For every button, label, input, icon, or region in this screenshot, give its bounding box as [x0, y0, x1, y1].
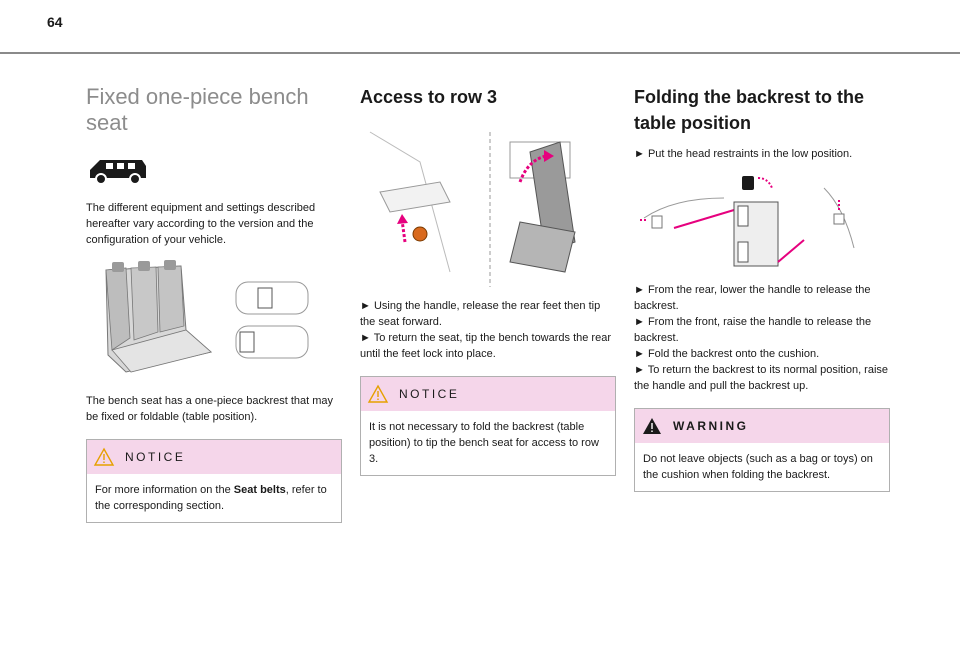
column-bench-seat: Fixed one-piece bench seat The different… — [86, 80, 342, 523]
head-restraint-step: ► Put the head restraints in the low pos… — [634, 148, 853, 160]
fold-step-2: ► From the front, raise the handle to re… — [634, 316, 872, 344]
warning-label: WARNING — [673, 419, 749, 433]
access-step-2: ► To return the seat, tip the bench towa… — [360, 332, 611, 360]
notice-text: It is not necessary to fold the backrest… — [369, 421, 599, 465]
warning-triangle-icon — [367, 384, 389, 403]
fold-step-3: ► Fold the backrest onto the cushion. — [634, 348, 820, 360]
warning-header: WARNING — [635, 409, 889, 443]
section-title-access-row3: Access to row 3 — [360, 87, 498, 107]
bench-description: The bench seat has a one-piece backrest … — [86, 395, 334, 423]
bench-seat-illustration — [86, 260, 326, 385]
notice-text: For more information on the Seat belts, … — [95, 482, 333, 514]
notice-text-after: , refer to the corresponding section. — [95, 484, 327, 512]
warning-text: Do not leave objects (such as a bag or t… — [643, 453, 873, 481]
notice-box-row3: NOTICE It is not necessary to fold the b… — [360, 376, 616, 476]
column-access-row3: Access to row 3 ► Using the handle, rele… — [360, 80, 616, 476]
section-title-table-position: Folding the backrest to the table positi… — [634, 87, 865, 133]
table-position-illustration — [634, 168, 890, 278]
page-number: 64 — [47, 14, 63, 30]
fold-step-4: ► To return the backrest to its normal p… — [634, 364, 889, 392]
warning-box-objects: WARNING Do not leave objects (such as a … — [634, 408, 890, 492]
notice-box-seat-belts: NOTICE For more information on the Seat … — [86, 439, 342, 523]
fold-step-1: ► From the rear, lower the handle to rel… — [634, 284, 871, 312]
notice-header: NOTICE — [87, 440, 341, 474]
warning-triangle-icon — [93, 447, 115, 466]
header-rule — [0, 52, 960, 54]
access-step-1: ► Using the handle, release the rear fee… — [360, 300, 601, 328]
section-title-bench-seat: Fixed one-piece bench seat — [86, 84, 309, 135]
seat-belts-link: Seat belts — [233, 484, 286, 496]
intro-text: The different equipment and settings des… — [86, 202, 316, 246]
tip-seat-illustration — [360, 122, 610, 292]
van-icon — [86, 156, 342, 188]
notice-header: NOTICE — [361, 377, 615, 411]
warning-triangle-icon — [643, 418, 661, 434]
notice-label: NOTICE — [125, 450, 186, 464]
notice-text-before: For more information on the — [95, 484, 234, 496]
column-table-position: Folding the backrest to the table positi… — [634, 80, 890, 492]
notice-label: NOTICE — [399, 387, 460, 401]
